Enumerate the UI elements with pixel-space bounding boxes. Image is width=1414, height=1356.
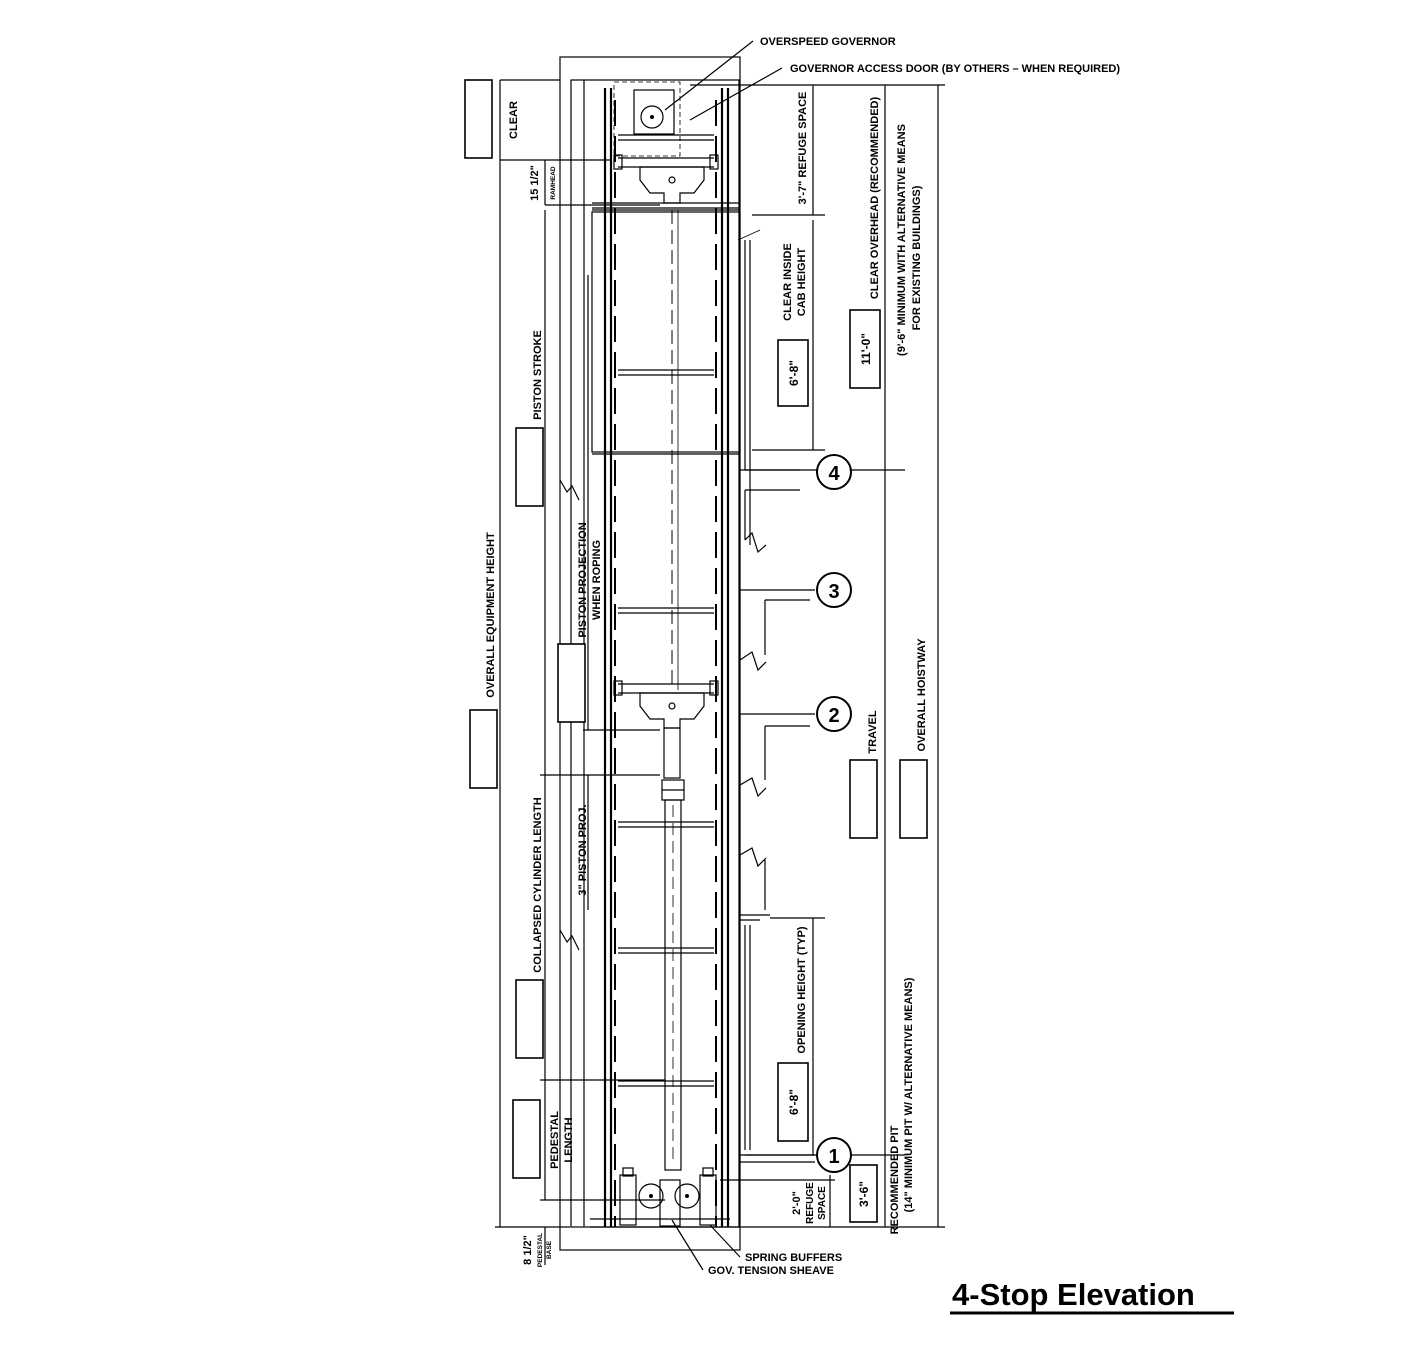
left-dimension-lines [495, 79, 665, 1265]
recommended-pit-label: RECOMMENDED PIT [889, 1125, 901, 1234]
stop-4-label: 4 [828, 463, 840, 485]
right-dimension-lines [690, 84, 945, 1228]
alt-means-label-1: (9'-6" MINIMUM WITH ALTERNATIVE MEANS [896, 124, 908, 356]
base-label: BASE [546, 1240, 553, 1259]
collapsed-cylinder-length-label: COLLAPSED CYLINDER LENGTH [532, 797, 544, 972]
piston-plunger [671, 210, 679, 690]
pit-value-box [849, 1164, 878, 1223]
piston-proj-label: 3" PISTON PROJ. [577, 804, 589, 895]
upper-ramhead [592, 166, 740, 209]
clear-overhead-value-box [849, 309, 881, 389]
clear-inside-cab-label-2: CAB HEIGHT [796, 248, 808, 317]
cab-height-value: 6'-8" [787, 360, 801, 386]
stop-2-marker [816, 696, 852, 732]
refuge-space-bottom-label-1: REFUGE [805, 1182, 816, 1224]
hydraulic-cylinder [661, 727, 685, 1171]
stop-1-marker [816, 1137, 852, 1173]
gov-tension-sheave-label: GOV. TENSION SHEAVE [708, 1265, 834, 1277]
piston-stroke-value-box [515, 427, 544, 507]
stop-markers: 4 3 2 1 [745, 454, 905, 1173]
stop-1-label: 1 [828, 1146, 839, 1168]
collapsed-cylinder-value-box [515, 979, 544, 1059]
travel-value-box [849, 759, 878, 839]
callout-leaders [664, 40, 783, 1271]
clear-overhead-value: 11'-0" [859, 333, 873, 365]
opening-height-label: OPENING HEIGHT (TYP) [796, 926, 808, 1053]
opening-height-value-box [777, 1062, 809, 1142]
piston-stroke-label: PISTON STROKE [532, 330, 544, 420]
crossbars [618, 607, 714, 1087]
pit-equipment [590, 1167, 740, 1228]
clear-value-box [464, 79, 493, 159]
pedestal-base-dim-label: 8 1/2" [522, 1235, 534, 1265]
elevator-cab [591, 209, 761, 470]
refuge-space-bottom-label-2: SPACE [817, 1186, 828, 1220]
pedestal-length-label-1: PEDESTAL [549, 1111, 561, 1169]
piston-projection-value-box [557, 643, 586, 723]
stop-4-marker [816, 454, 852, 490]
ramhead-dim-label: 15 1/2" [529, 165, 541, 201]
min-pit-label: (14" MINIMUM PIT W/ ALTERNATIVE MEANS) [903, 977, 915, 1212]
stop-3-label: 3 [828, 581, 839, 603]
pedestal-length-label-2: LENGTH [563, 1117, 575, 1162]
spring-buffers-label: SPRING BUFFERS [745, 1252, 842, 1264]
floor-landings [739, 469, 815, 1163]
opening-height-value: 6'-8" [787, 1089, 801, 1115]
ramhead-label: RAMHEAD [550, 166, 557, 200]
clear-inside-cab-label-1: CLEAR INSIDE [782, 243, 794, 321]
pedestal-length-value-box [512, 1099, 541, 1179]
overspeed-governor-assembly [613, 81, 719, 170]
refuge-space-top-label: 3'-7" REFUGE SPACE [797, 92, 809, 205]
governor-access-door-label: GOVERNOR ACCESS DOOR (BY OTHERS – WHEN R… [790, 63, 1120, 75]
stop-3-marker [816, 572, 852, 608]
overall-equipment-height-label: OVERALL EQUIPMENT HEIGHT [485, 532, 497, 698]
cab-height-value-box [777, 339, 809, 407]
piston-projection-label-2: WHEN ROPING [591, 540, 603, 620]
stop-2-label: 2 [828, 705, 839, 727]
guide-rails [603, 88, 730, 1227]
lower-ramhead [613, 680, 719, 729]
clear-label: CLEAR [508, 101, 520, 139]
hoistway-outline [559, 56, 741, 1251]
value-boxes [464, 79, 928, 1223]
alt-means-label-2: FOR EXISTING BUILDINGS) [911, 185, 923, 330]
page-title: 4-Stop Elevation [952, 1277, 1195, 1312]
overall-equipment-height-value-box [469, 709, 498, 789]
travel-label: TRAVEL [867, 710, 879, 753]
overspeed-governor-label: OVERSPEED GOVERNOR [760, 36, 896, 48]
piston-projection-label-1: PISTON PROJECTION [577, 522, 589, 637]
clear-overhead-label: CLEAR OVERHEAD (RECOMMENDED) [869, 97, 881, 300]
refuge-space-bottom-dim: 2'-0" [791, 1191, 803, 1215]
overall-hoistway-label: OVERALL HOISTWAY [916, 638, 928, 752]
overall-hoistway-value-box [899, 759, 928, 839]
pit-value: 3'-6" [857, 1181, 871, 1207]
pedestal-label: PEDESTAL [537, 1233, 544, 1267]
